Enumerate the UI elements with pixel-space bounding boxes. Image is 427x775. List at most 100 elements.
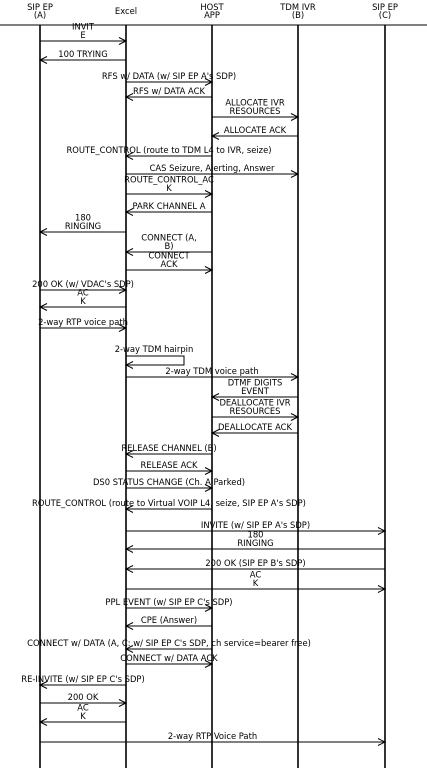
message-label: DEALLOCATE IVR	[219, 398, 290, 408]
message-label: INVIT	[72, 22, 95, 32]
message-label: DEALLOCATE ACK	[218, 422, 293, 432]
arrowhead	[204, 266, 214, 274]
message: CAS Seizure, Alerting, Answer	[126, 163, 300, 178]
message-line	[126, 355, 185, 366]
message-label: EVENT	[241, 386, 270, 396]
message-label: PPL EVENT (w/ SIP EP C's SDP)	[105, 597, 232, 607]
arrowhead	[124, 565, 134, 573]
message: 200 OK (w/ VDAC's SDP)	[32, 279, 134, 294]
message-label: RELEASE CHANNEL (B)	[121, 443, 216, 453]
message-label: CAS Seizure, Alerting, Answer	[150, 163, 275, 173]
message: ACK	[126, 570, 387, 593]
message: PARK CHANNEL A	[124, 201, 212, 216]
message-label: CONNECT (A,	[141, 233, 197, 243]
message: INVITE	[40, 22, 128, 45]
message-label: RE-INVITE (w/ SIP EP C's SDP)	[21, 674, 145, 684]
arrowhead	[124, 545, 134, 553]
message-label: ROUTE_CONTROL (route to TDM L4 to IVR, s…	[66, 145, 271, 155]
message-label: CONNECT w/ DATA (A, C: w/ SIP EP C's SDP…	[27, 638, 311, 648]
message-label: DTMF DIGITS	[228, 378, 283, 388]
arrowhead	[118, 324, 128, 332]
message: 200 OK	[40, 692, 128, 707]
lifelines	[39, 25, 386, 768]
message-label: 200 OK (SIP EP B's SDP)	[205, 558, 305, 568]
arrowhead	[290, 113, 300, 121]
message-label: 2-way TDM voice path	[165, 366, 258, 376]
arrowhead	[124, 505, 134, 513]
message-label: AC	[77, 703, 89, 713]
participant-name: SIP EP	[372, 2, 398, 12]
message-label: INVITE (w/ SIP EP A's SDP)	[201, 520, 310, 530]
participant-sub: (B)	[292, 10, 304, 20]
arrowhead	[124, 450, 134, 458]
message-label: E	[80, 30, 85, 40]
participant-sub: (A)	[34, 10, 46, 20]
message: 2-way RTP Voice Path	[40, 731, 387, 746]
message-label: RESOURCES	[229, 406, 280, 416]
arrowhead	[377, 585, 387, 593]
message-label: ALLOCATE ACK	[224, 125, 287, 135]
message-label: 200 OK	[68, 692, 99, 702]
message: RFS w/ DATA (w/ SIP EP A's SDP)	[102, 71, 236, 86]
message-label: 100 TRYING	[58, 49, 107, 59]
arrowhead	[124, 361, 134, 369]
message-label: DS0 STATUS CHANGE (Ch. A Parked)	[93, 477, 245, 487]
message-label: RFS w/ DATA ACK	[133, 86, 205, 96]
message-label: RFS w/ DATA (w/ SIP EP A's SDP)	[102, 71, 236, 81]
arrowhead	[124, 645, 134, 653]
message-label: K	[80, 711, 86, 721]
message-label: 2-way TDM hairpin	[115, 344, 194, 354]
message: RELEASE CHANNEL (B)	[121, 443, 217, 458]
message-label: CONNECT w/ DATA ACK	[120, 653, 218, 663]
message: ROUTE_CONTROL (route to TDM L4 to IVR, s…	[66, 145, 272, 160]
message: CONNECT (A,B)	[124, 233, 212, 256]
participant-sub: APP	[204, 10, 220, 20]
message: 100 TRYING	[38, 49, 126, 64]
arrowhead	[124, 248, 134, 256]
message: ACK	[38, 288, 126, 311]
arrowhead	[38, 228, 48, 236]
participant-name: HOST	[200, 2, 224, 12]
message: ALLOCATE ACK	[210, 125, 298, 140]
message: DS0 STATUS CHANGE (Ch. A Parked)	[93, 477, 245, 492]
message: DEALLOCATE ACK	[210, 422, 298, 437]
arrowhead	[204, 660, 214, 668]
message-label: K	[166, 183, 172, 193]
message: 2-way RTP voice path	[38, 317, 128, 332]
participant-name: TDM IVR	[279, 2, 316, 12]
message-label: B)	[164, 241, 173, 251]
message-label: CONNECT	[148, 251, 190, 261]
message-label: 200 OK (w/ VDAC's SDP)	[32, 279, 134, 289]
participant-name: Excel	[115, 6, 137, 16]
message: RFS w/ DATA ACK	[124, 86, 212, 101]
arrowhead	[38, 718, 48, 726]
arrowhead	[377, 527, 387, 535]
arrowhead	[210, 429, 220, 437]
message-label: 180	[248, 530, 264, 540]
message: CONNECT w/ DATA (A, C: w/ SIP EP C's SDP…	[27, 638, 311, 653]
arrowhead	[38, 303, 48, 311]
arrowhead	[204, 78, 214, 86]
arrowhead	[118, 37, 128, 45]
message-label: 180	[75, 213, 91, 223]
message-label: K	[80, 296, 86, 306]
message-label: ACK	[161, 259, 178, 269]
arrowhead	[290, 373, 300, 381]
arrowhead	[377, 738, 387, 746]
participant-name: SIP EP	[27, 2, 53, 12]
arrowhead	[124, 93, 134, 101]
message: CONNECT w/ DATA ACK	[120, 653, 218, 668]
message-label: ROUTE_CONTROL (route to Virtual VOIP L4,…	[32, 498, 306, 508]
message: 2-way TDM hairpin	[115, 344, 194, 369]
arrowhead	[204, 190, 214, 198]
message-label: AC	[250, 570, 262, 580]
message-label: 2-way RTP voice path	[38, 317, 128, 327]
message: ROUTE_CONTROL_ACK	[124, 175, 214, 198]
message-label: ALLOCATE IVR	[225, 98, 285, 108]
